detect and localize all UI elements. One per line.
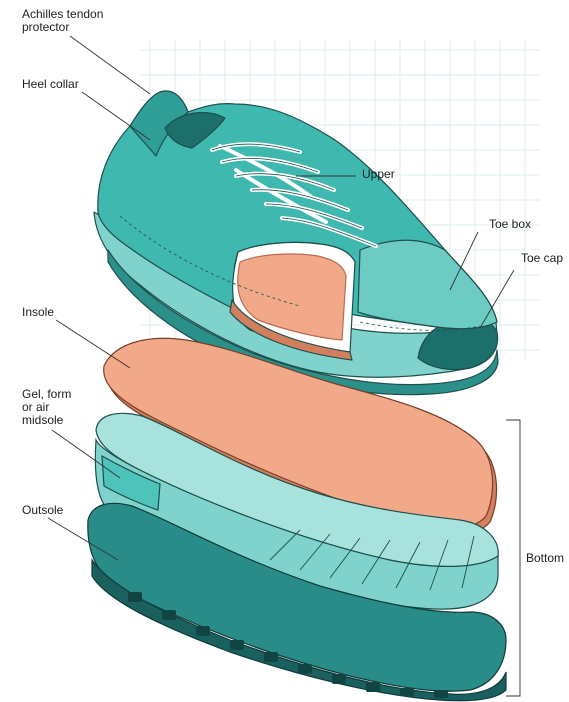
label-toe-cap: Toe cap [521,252,563,265]
leader-insole [56,320,130,368]
label-bottom: Bottom [526,552,564,565]
label-achilles-tendon-protector: Achilles tendon protector [22,8,132,34]
shoe-toe-box [358,240,497,328]
label-outsole: Outsole [22,504,63,517]
bottom-bracket [506,420,520,696]
label-upper: Upper [362,168,395,181]
label-insole: Insole [22,306,54,319]
label-heel-collar: Heel collar [22,78,79,91]
label-toe-box: Toe box [489,218,531,231]
label-midsole: Gel, form or air midsole [22,388,82,427]
leader-achilles [70,36,150,94]
